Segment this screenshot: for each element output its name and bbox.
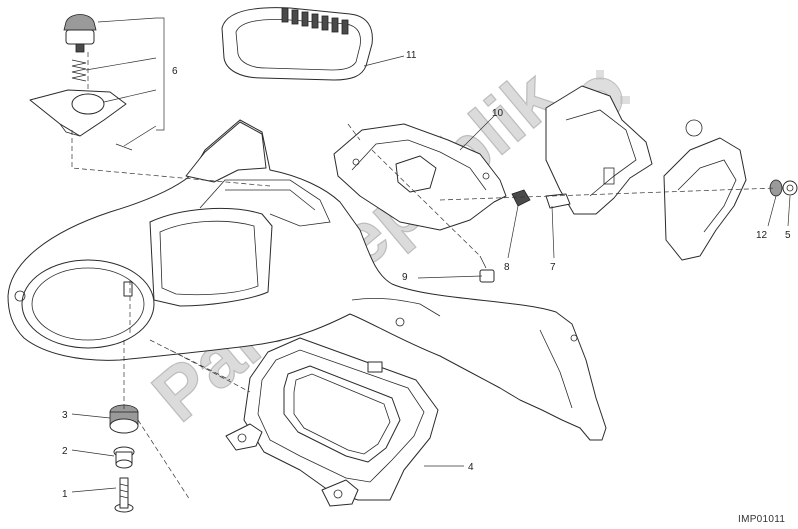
bush-part-2 [113, 446, 135, 469]
callout-12: 12 [756, 230, 768, 241]
screw-part-9 [479, 255, 495, 283]
instrument-housing [333, 123, 507, 231]
callout-10: 10 [492, 108, 504, 119]
callout-9: 9 [402, 272, 408, 283]
instrument-cover [221, 7, 373, 81]
callout-6: 6 [172, 66, 178, 77]
callout-1: 1 [62, 489, 68, 500]
display-segments [281, 7, 349, 35]
callout-7: 7 [550, 262, 556, 273]
leader-lines [71, 17, 791, 493]
callout-5: 5 [785, 230, 791, 241]
callout-3: 3 [62, 410, 68, 421]
screw-part-1 [114, 477, 134, 513]
assembly-lines [71, 52, 777, 501]
nut-part [782, 180, 798, 196]
callout-labels: 1 2 3 4 5 6 7 8 9 10 11 12 [62, 50, 791, 500]
grommet-part [511, 189, 531, 207]
switch-assembly [29, 14, 165, 151]
callout-4: 4 [468, 462, 474, 473]
grommet-part-3 [109, 404, 139, 434]
drawing-code: IMP01011 [738, 514, 785, 525]
front-fairing-frame [7, 119, 607, 441]
callout-2: 2 [62, 446, 68, 457]
callout-11: 11 [406, 50, 417, 61]
callout-8: 8 [504, 262, 510, 273]
spacer-part [545, 193, 571, 209]
right-brackets [545, 85, 747, 261]
instrument-cluster [225, 337, 439, 507]
